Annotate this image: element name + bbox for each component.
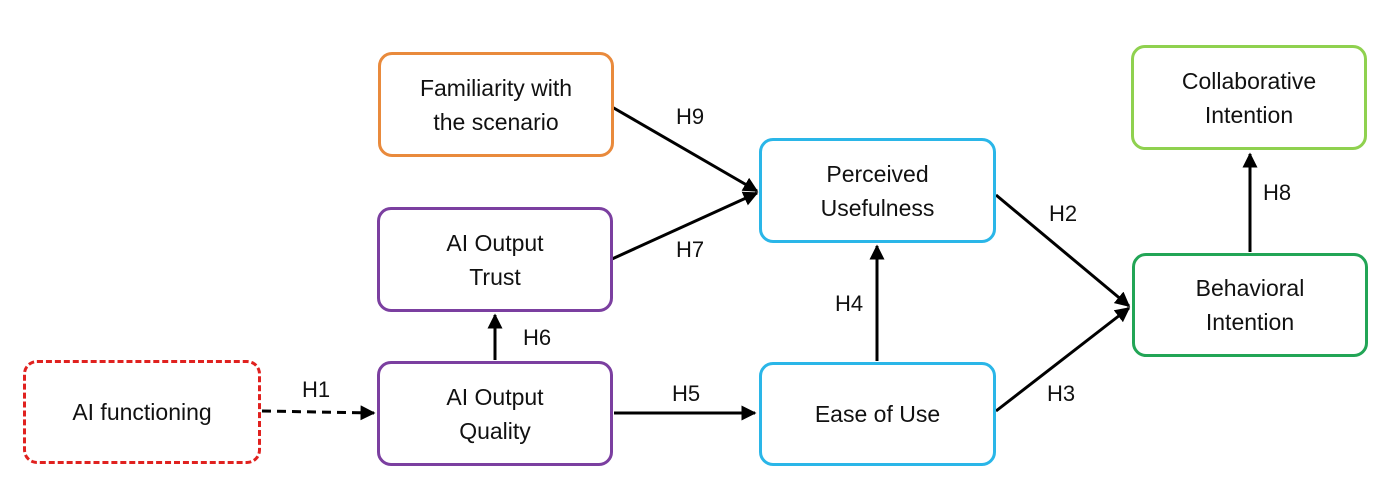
edge-label-h2: H2 [1049, 201, 1078, 226]
node-behavioral-intention-line-1: Behavioral [1195, 275, 1305, 301]
node-behavioral-intention: Behavioral Intention [1132, 253, 1368, 357]
node-perceived-usefulness-line-1: Perceived [826, 160, 929, 187]
edge-label-h5: H5 [672, 381, 701, 406]
node-ease-of-use-line-1: Ease of Use [814, 401, 941, 427]
edge-h7 [611, 191, 759, 261]
node-collaborative-intention-line-1: Collaborative [1181, 67, 1317, 94]
node-ai-output-trust: AI Output Trust [377, 207, 613, 312]
edge-h3 [995, 306, 1131, 413]
edge-h1 [261, 405, 376, 421]
node-perceived-usefulness: Perceived Usefulness [759, 138, 996, 243]
edge-label-h6: H6 [523, 325, 552, 350]
node-perceived-usefulness-line-2: Usefulness [820, 194, 935, 221]
edge-label-h4: H4 [835, 291, 864, 316]
node-familiarity-line-2: the scenario [433, 108, 559, 135]
edge-label-h9: H9 [676, 104, 705, 129]
node-ai-functioning-line-1: AI functioning [72, 399, 212, 425]
edge-label-h7: H7 [676, 237, 705, 262]
edge-label-h1: H1 [302, 377, 331, 402]
edge-h2 [995, 193, 1131, 308]
node-ai-output-quality-line-1: AI Output [446, 383, 544, 410]
node-ai-output-trust-line-2: Trust [469, 263, 521, 290]
node-ai-output-quality: AI Output Quality [377, 361, 613, 466]
node-familiarity-line-1: Familiarity with [419, 74, 573, 101]
node-collaborative-intention-line-2: Intention [1204, 101, 1294, 128]
node-ai-functioning: AI functioning [23, 360, 261, 464]
node-behavioral-intention-line-2: Intention [1205, 309, 1295, 335]
node-familiarity: Familiarity with the scenario [378, 52, 614, 157]
node-ease-of-use: Ease of Use [759, 362, 996, 466]
edge-label-h8: H8 [1263, 180, 1292, 205]
node-ai-output-trust-line-1: AI Output [446, 229, 544, 256]
node-collaborative-intention: Collaborative Intention [1131, 45, 1367, 150]
edge-label-h3: H3 [1047, 381, 1076, 406]
node-ai-output-quality-line-2: Quality [459, 417, 531, 444]
edge-h9 [611, 105, 759, 193]
